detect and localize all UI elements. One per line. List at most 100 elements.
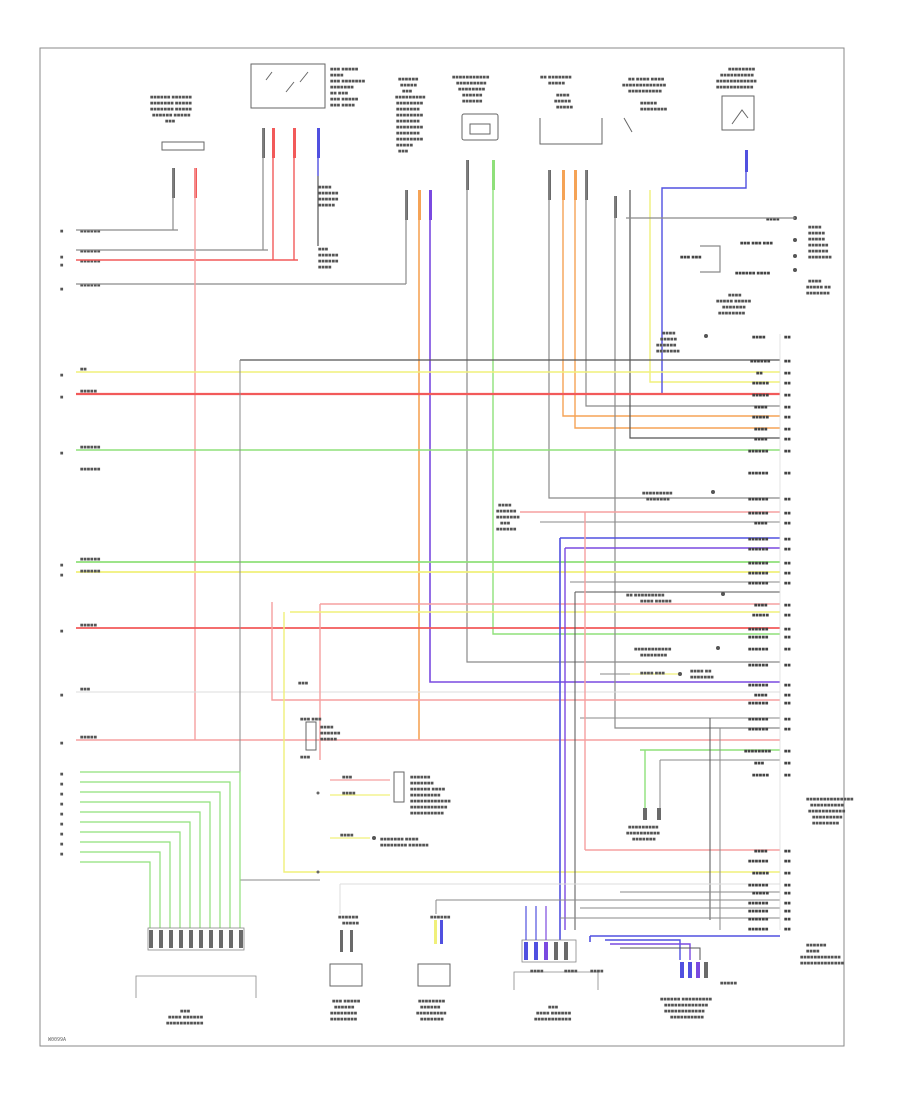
svg-text:■■: ■■	[784, 627, 791, 631]
svg-text:■■■■■: ■■■■■	[554, 99, 572, 103]
svg-text:■■■■: ■■■■	[318, 265, 332, 269]
svg-text:■■■■■■■■■■: ■■■■■■■■■■	[410, 811, 445, 815]
svg-text:■■■■■: ■■■■■	[556, 105, 574, 109]
svg-text:■■■■■: ■■■■■	[752, 871, 770, 875]
svg-text:■■: ■■	[784, 613, 791, 617]
svg-text:■: ■	[60, 563, 64, 567]
left-top-wire-stubs: ■ ■■■■■■ ■ ■■■■■■ ■ ■■■■■■ ■ ■■■■■■	[60, 229, 406, 291]
svg-text:■■■■■■■: ■■■■■■■	[632, 837, 656, 841]
svg-text:■■ ■■■■■■■■■: ■■ ■■■■■■■■■	[626, 593, 665, 597]
svg-text:■■■■■■: ■■■■■■	[748, 547, 769, 551]
svg-text:■■■■■■■: ■■■■■■■	[396, 107, 420, 111]
vertical-wires	[172, 128, 795, 740]
svg-text:■■■■■■■■■■■: ■■■■■■■■■■■	[534, 1017, 572, 1021]
svg-text:■■■■■■■■: ■■■■■■■■	[640, 107, 668, 111]
svg-text:■■■■■■: ■■■■■■	[656, 343, 677, 347]
top-left-sensor: ■■■■■■ ■■■■■■ ■■■■■■■ ■■■■■ ■■■■■■■ ■■■■…	[150, 95, 205, 198]
svg-text:■: ■	[60, 842, 64, 846]
svg-text:■■■■ ■■■: ■■■■ ■■■	[640, 671, 666, 675]
svg-text:■■■■: ■■■■	[754, 603, 768, 607]
svg-text:■■■■: ■■■■	[340, 833, 354, 837]
svg-text:■■■■■■ ■■■■: ■■■■■■ ■■■■	[735, 271, 771, 275]
svg-text:■■: ■■	[784, 871, 791, 875]
svg-text:■■■■■■■■■: ■■■■■■■■■	[642, 491, 673, 495]
svg-text:■■■■■■: ■■■■■■	[748, 635, 769, 639]
svg-text:■■■■■■■■■■■■■■: ■■■■■■■■■■■■■■	[806, 797, 854, 801]
svg-text:■■ ■■■■ ■■■■: ■■ ■■■■ ■■■■	[628, 77, 665, 81]
svg-text:■■■■■■ ■■■■■■: ■■■■■■ ■■■■■■	[150, 95, 192, 99]
svg-text:■■■■■■■: ■■■■■■■	[806, 291, 830, 295]
svg-text:■■■■■■: ■■■■■■	[748, 883, 769, 887]
svg-text:■■: ■■	[784, 647, 791, 651]
svg-text:■■■■■: ■■■■■	[396, 143, 414, 147]
svg-text:■■■■■■■■: ■■■■■■■■	[744, 749, 772, 753]
svg-text:■■■■■: ■■■■■	[720, 981, 738, 985]
svg-text:■■■■■■■: ■■■■■■■	[396, 131, 420, 135]
svg-text:■■: ■■	[784, 883, 791, 887]
svg-text:■: ■	[60, 782, 64, 786]
svg-text:■■■: ■■■	[300, 755, 311, 759]
svg-text:■■■■■■: ■■■■■■	[748, 497, 769, 501]
svg-text:■■: ■■	[784, 359, 791, 363]
svg-text:■■■■■■: ■■■■■■	[748, 627, 769, 631]
svg-text:■■■■■■■ ■■■■: ■■■■■■■ ■■■■	[380, 837, 419, 841]
svg-text:■■■■■: ■■■■■	[752, 393, 770, 397]
svg-text:■■: ■■	[80, 367, 87, 371]
svg-text:■■■: ■■■	[500, 521, 511, 525]
svg-text:■■■■■■: ■■■■■■	[80, 283, 101, 287]
svg-text:■■■■: ■■■■	[806, 949, 820, 953]
svg-text:■■: ■■	[784, 449, 791, 453]
svg-text:■■■■■: ■■■■■	[752, 773, 770, 777]
svg-text:■■■■■■: ■■■■■■	[80, 557, 101, 561]
svg-text:■■■■■■■: ■■■■■■■	[656, 349, 680, 353]
svg-text:■■■■: ■■■■	[556, 93, 570, 97]
svg-text:■■■■■■■: ■■■■■■■	[690, 675, 714, 679]
svg-text:■■■■■■: ■■■■■■	[748, 581, 769, 585]
svg-text:■■■■■■■■■■■: ■■■■■■■■■■■	[808, 809, 846, 813]
svg-text:■■■■■: ■■■■■	[808, 237, 826, 241]
svg-text:■■■■■■: ■■■■■■	[496, 527, 517, 531]
svg-text:■■■■■■■■: ■■■■■■■■	[396, 101, 424, 105]
svg-text:■■■: ■■■	[548, 1005, 559, 1009]
left-bottom-bundle: ■ ■ ■ ■ ■ ■ ■ ■ ■	[60, 771, 257, 998]
svg-text:■■■■: ■■■■	[754, 437, 768, 441]
svg-text:■■: ■■	[784, 701, 791, 705]
svg-text:■■■■■■: ■■■■■■	[496, 509, 517, 513]
svg-text:■■■■■■: ■■■■■■	[318, 253, 339, 257]
svg-text:■■: ■■	[784, 891, 791, 895]
svg-text:■■■■■■ ■■■■■: ■■■■■■ ■■■■■	[152, 113, 191, 117]
svg-text:■: ■	[60, 373, 64, 377]
svg-text:■■■■■■■■: ■■■■■■■■	[396, 137, 424, 141]
svg-text:■■■■■■■■■■: ■■■■■■■■■■	[628, 89, 663, 93]
svg-text:■■■■■■: ■■■■■■	[748, 449, 769, 453]
svg-text:■■: ■■	[784, 571, 791, 575]
svg-text:■■■: ■■■	[180, 1009, 191, 1013]
svg-text:■■■■■■: ■■■■■■	[748, 537, 769, 541]
svg-text:■■: ■■	[784, 849, 791, 853]
top-center-sensor-a: ■■■■■■ ■■■■■ ■■■ ■■■■■■■■■ ■■■■■■■■ ■■■■…	[395, 77, 432, 220]
svg-text:■: ■	[60, 263, 64, 267]
bottom-sensor-a: ■■■■■■ ■■■■■ ■■■ ■■■■■ ■■■■■■ ■■■■■■■■ ■…	[329, 915, 363, 1021]
svg-text:■■■■■■■■: ■■■■■■■■	[330, 1017, 358, 1021]
svg-text:■■: ■■	[784, 917, 791, 921]
svg-text:■■■■■■ ■■■■■■■■■: ■■■■■■ ■■■■■■■■■	[660, 997, 713, 1001]
svg-text:■■■■■■: ■■■■■■	[80, 445, 101, 449]
svg-text:■■■: ■■■	[398, 149, 409, 153]
svg-text:■: ■	[60, 741, 64, 745]
svg-text:■■■■■■: ■■■■■■	[318, 259, 339, 263]
svg-text:■■■■■: ■■■■■	[640, 101, 658, 105]
svg-text:■: ■	[60, 287, 64, 291]
svg-text:■■■ ■■■■■■■: ■■■ ■■■■■■■	[330, 79, 366, 83]
svg-text:■■■■■■■■: ■■■■■■■■	[640, 653, 668, 657]
bottom-center-connector: ■■■■ ■■■■ ■■■■ ■■■ ■■■■ ■■■■■■ ■■■■■■■■■…	[513, 906, 604, 1021]
svg-text:■: ■	[60, 802, 64, 806]
left-bus-labels: ■■■ ■■■■■■ ■■■■■■■ ■■■■■■ ■■■■■■■ ■■■■■■…	[60, 367, 101, 745]
svg-text:■■: ■■	[784, 603, 791, 607]
svg-text:■■■■■■: ■■■■■■	[80, 467, 101, 471]
svg-text:■■: ■■	[784, 511, 791, 515]
svg-text:■■■■■: ■■■■■	[342, 921, 360, 925]
svg-text:■■■■■■: ■■■■■■	[748, 859, 769, 863]
svg-text:■■: ■■	[784, 683, 791, 687]
svg-text:■■■■■■: ■■■■■■	[318, 191, 339, 195]
svg-text:■■■■■: ■■■■■	[318, 203, 336, 207]
